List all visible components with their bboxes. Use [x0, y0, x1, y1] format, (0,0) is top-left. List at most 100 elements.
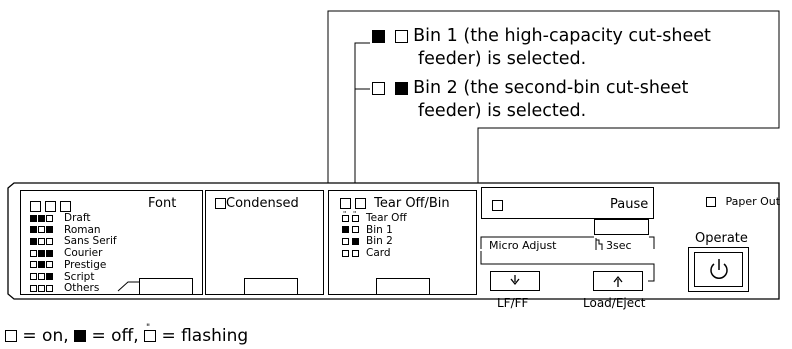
tearoff-item-label: Bin 1	[366, 223, 393, 236]
led-on-icon	[352, 249, 359, 257]
tearoff-led-pattern	[342, 237, 366, 245]
led-on-icon	[46, 284, 53, 292]
led-on-icon	[5, 330, 17, 342]
bin2-line2: feeder) is selected.	[418, 101, 587, 121]
led-on-icon	[342, 249, 349, 257]
font-item: Script	[30, 270, 95, 283]
bin1-note: Bin 1 (the high-capacity cut-sheet	[372, 25, 711, 47]
font-item: Draft	[30, 212, 91, 224]
pause-panel	[481, 187, 654, 219]
led-off-icon	[30, 237, 37, 245]
operate-inner	[694, 252, 743, 287]
led-off-icon	[38, 249, 45, 257]
lf-ff-label: LF/FF	[497, 296, 529, 310]
font-item-label: Script	[64, 270, 95, 283]
font-led-pattern	[30, 249, 64, 257]
font-indicator-leds	[30, 196, 71, 215]
tearoff-led-pattern: ""	[342, 210, 366, 222]
led-flashing-icon: "	[144, 324, 157, 342]
condensed-title: Condensed	[226, 196, 299, 211]
led-on-icon	[38, 273, 45, 280]
led-on-icon	[46, 261, 53, 269]
led-on-icon	[30, 284, 37, 292]
font-led-pattern	[30, 284, 64, 292]
led-off-icon	[352, 237, 359, 245]
condensed-header: Condensed	[215, 196, 299, 211]
led-off-icon	[372, 29, 385, 43]
operate-button[interactable]	[688, 247, 749, 292]
font-led-pattern	[30, 226, 64, 234]
tearoff-item-label: Bin 2	[366, 235, 393, 248]
pause-button[interactable]	[594, 219, 649, 235]
tearoff-item: Card	[342, 247, 391, 260]
led-on-icon	[38, 284, 45, 292]
bin2-note: Bin 2 (the second-bin cut-sheet	[372, 77, 688, 99]
micro-adjust-label: Micro Adjust	[489, 239, 557, 252]
font-led-pattern	[30, 273, 64, 280]
font-item-label: Others	[64, 282, 100, 295]
font-item-label: Draft	[64, 212, 91, 224]
legend-off: = off,	[91, 326, 139, 346]
font-item: Prestige	[30, 258, 107, 271]
tearoff-led-pattern	[342, 249, 366, 257]
font-title: Font	[148, 196, 177, 211]
arrow-down-icon	[510, 275, 520, 286]
font-led-pattern	[30, 214, 64, 222]
font-led-pattern	[30, 261, 64, 269]
tearoff-button[interactable]	[376, 278, 430, 295]
bin1-line2: feeder) is selected.	[418, 49, 587, 69]
led-off-icon	[394, 81, 408, 95]
led-off-icon	[38, 214, 45, 222]
condensed-led	[215, 198, 226, 209]
led-off-icon	[74, 330, 87, 342]
condensed-button[interactable]	[244, 278, 298, 295]
bin2-line1: Bin 2 (the second-bin cut-sheet	[413, 78, 689, 98]
font-item-label: Sans Serif	[64, 235, 117, 248]
led-on-icon	[352, 226, 359, 234]
operate-label: Operate	[695, 231, 748, 246]
load-eject-label: Load/Eject	[583, 296, 646, 310]
led-on-icon	[372, 81, 385, 95]
tearoff-item-label: Card	[366, 247, 391, 260]
font-item: Courier	[30, 247, 102, 259]
tearoff-item-label: Tear Off	[366, 212, 407, 224]
led-off-icon	[342, 226, 349, 234]
led-off-icon	[30, 214, 37, 222]
led-on-icon	[46, 214, 53, 222]
legend-flashing: = flashing	[161, 326, 249, 346]
led-on-icon	[394, 29, 408, 43]
lf-ff-button[interactable]	[490, 271, 540, 291]
pause-title: Pause	[610, 197, 649, 212]
led-on-icon	[46, 237, 53, 245]
led-on-icon	[38, 226, 45, 234]
legend-on: = on,	[22, 326, 69, 346]
tearoff-led-pattern	[342, 226, 366, 234]
arrow-up-icon	[613, 275, 623, 287]
tearoff-item: ""Tear Off	[342, 210, 407, 224]
led-flashing-icon: "	[342, 210, 349, 222]
led-off-icon	[46, 226, 53, 234]
led-off-icon	[38, 261, 45, 269]
tearoff-item: Bin 1	[342, 223, 393, 236]
power-icon	[710, 259, 728, 279]
tearoff-item: Bin 2	[342, 235, 393, 248]
font-led-pattern	[30, 237, 64, 245]
font-item: Others	[30, 282, 100, 295]
tearoff-header: Tear Off/Bin	[340, 196, 450, 211]
hold-time-label: 3sec	[606, 239, 632, 252]
font-item-label: Prestige	[64, 258, 107, 271]
paper-out-label: Paper Out	[725, 195, 781, 208]
pause-led	[492, 195, 503, 214]
font-button[interactable]	[139, 278, 193, 295]
led-off-icon	[46, 249, 53, 257]
tearoff-title: Tear Off/Bin	[374, 196, 450, 211]
led-off-icon	[30, 226, 37, 234]
led-on-icon	[30, 249, 37, 257]
legend: = on, = off, " = flashing	[5, 324, 249, 346]
bin1-line1: Bin 1 (the high-capacity cut-sheet	[413, 26, 711, 46]
load-eject-button[interactable]	[593, 271, 643, 291]
paper-out-indicator: Paper Out	[706, 195, 780, 208]
